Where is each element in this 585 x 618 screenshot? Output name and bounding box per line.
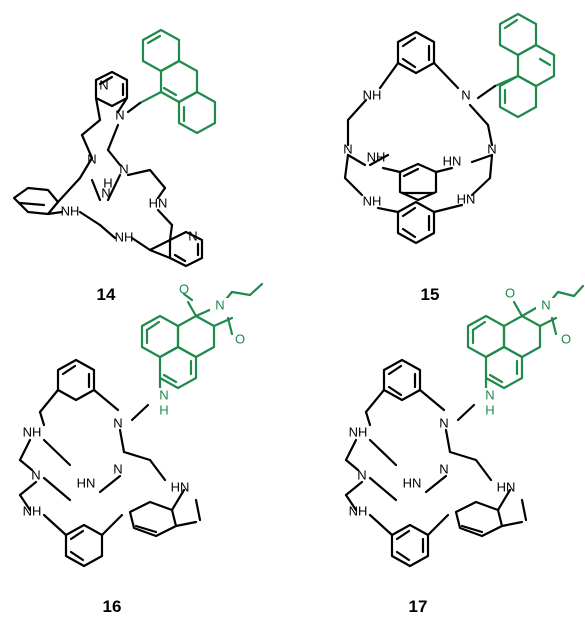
compound-14-atom-N: N (99, 77, 108, 92)
compound-17-atom-NH: NH (349, 424, 368, 439)
compound-15-atom-N: N (487, 141, 496, 156)
compound-16-atom-N: N (159, 387, 168, 402)
compound-16-atom-NH: NH (23, 424, 42, 439)
compound-17-atom-N: N (439, 461, 448, 476)
compound-17-structure: N H N O O NH N N N HN HN NH (344, 284, 585, 568)
compound-14-atom-NH: NH (61, 203, 80, 218)
compound-17-atom-O: O (561, 331, 571, 346)
compound-15-atom-HN: HN (457, 191, 476, 206)
compound-16-atom-O: O (179, 281, 189, 296)
compound-16-structure: N H N O O NH N N N HN HN NH (18, 281, 264, 568)
compound-17-atom-N: N (541, 297, 550, 312)
compound-14-atom-N: N (115, 107, 124, 122)
compound-14-atom-N: N (119, 161, 128, 176)
compound-16-atom-N: N (31, 467, 40, 482)
compound-15-atom-NH: NH (367, 149, 386, 164)
compound-17-atom-HN: HN (497, 479, 516, 494)
compound-14-atom-N: N (188, 228, 197, 243)
compound-14-atom-HN: HN (149, 195, 168, 210)
compound-17-atom-N: N (439, 415, 448, 430)
compound-16-atom-HN: HN (171, 479, 190, 494)
compound-15-atom-HN: HN (443, 153, 462, 168)
compound-17-atom-NH: NH (349, 503, 368, 518)
compound-17-atom-O: O (505, 285, 515, 300)
compound-14-structure: N N N H N NH HN NH N N (12, 28, 217, 268)
compound-15-atom-N: N (461, 87, 470, 102)
compound-17-label: 17 (409, 597, 428, 616)
compound-16-atom-N: N (215, 297, 224, 312)
compound-16-atom-N: N (113, 461, 122, 476)
compound-15-structure: NH N N N NH HN NH HN (343, 12, 556, 245)
compound-14-atom-N: N (87, 151, 96, 166)
compound-17-atom-H: H (485, 402, 494, 417)
compound-14-atom-H: H (103, 175, 112, 190)
compound-17-atom-N: N (485, 387, 494, 402)
compound-14-atom-NH: NH (115, 229, 134, 244)
compound-16-atom-NH: NH (23, 503, 42, 518)
compound-16-scaffold (18, 358, 202, 568)
compound-15-label: 15 (421, 285, 440, 304)
compound-15-anthracene (493, 12, 556, 119)
compound-17-atom-HN: HN (403, 475, 422, 490)
compound-16-atom-H: H (159, 402, 168, 417)
compound-14-anthracene (138, 28, 217, 135)
compound-16-atom-N: N (113, 415, 122, 430)
compound-15-atom-NH: NH (363, 193, 382, 208)
compound-14-label: 14 (97, 285, 116, 304)
compound-17-atom-N: N (357, 467, 366, 482)
compound-14-atom-N: N (101, 185, 110, 200)
compound-16-label: 16 (103, 597, 122, 616)
compound-15-scaffold (343, 30, 497, 245)
compound-14-scaffold (12, 70, 204, 268)
compound-17-scaffold (344, 358, 528, 568)
compound-15-atom-N: N (343, 141, 352, 156)
compound-16-atom-O: O (235, 331, 245, 346)
compound-16-atom-HN: HN (77, 475, 96, 490)
compound-15-atom-NH: NH (363, 87, 382, 102)
